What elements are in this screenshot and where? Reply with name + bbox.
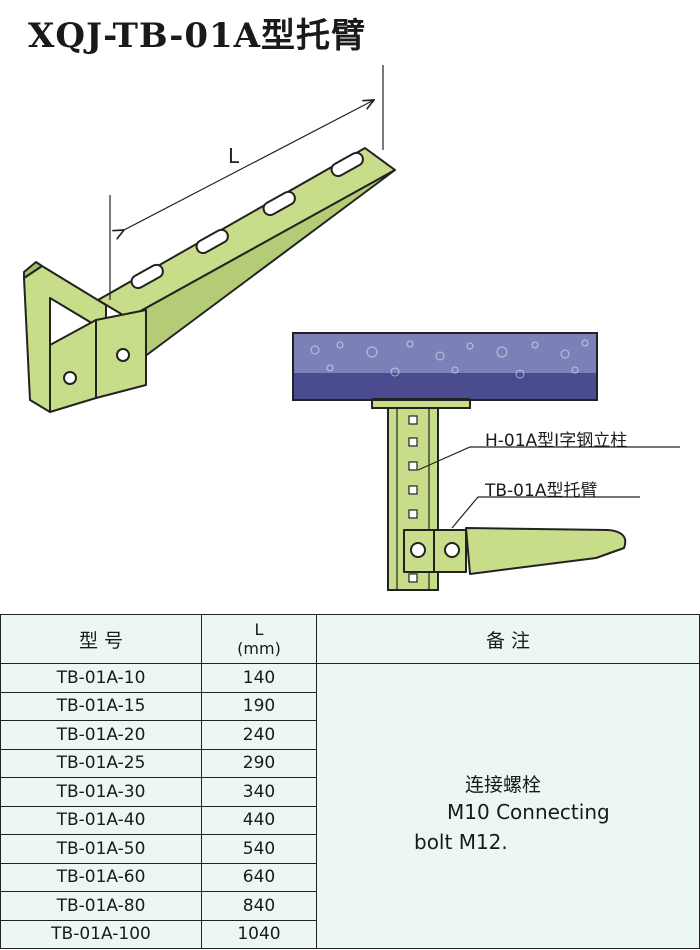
- table-row: TB-01A-15 190: [0, 691, 700, 721]
- cell-length: 290: [201, 748, 317, 778]
- tray-arm: [403, 527, 627, 575]
- bracket-drawing: L: [23, 65, 680, 591]
- cell-length: 640: [201, 862, 317, 892]
- table-row: TB-01A-100 1040: [0, 919, 700, 949]
- cell-model: TB-01A-100: [0, 919, 202, 949]
- header-model: 型 号: [0, 614, 202, 664]
- table-row: TB-01A-20 240: [0, 720, 700, 750]
- bolt-hole-right: [116, 348, 130, 362]
- callout-arm: TB-01A型托臂: [485, 481, 598, 501]
- header-length: L (mm): [201, 614, 317, 664]
- callout-column: H-01A型I字钢立柱: [485, 431, 628, 451]
- header-length-unit: (mm): [237, 639, 281, 658]
- remarks-en-line2: bolt M12.: [414, 830, 508, 854]
- cell-model: TB-01A-40: [0, 805, 202, 835]
- remarks-en-line1: M10 Connecting: [447, 800, 610, 824]
- remarks-cn: 连接螺栓: [465, 774, 542, 796]
- cell-length: 540: [201, 834, 317, 864]
- table-row: TB-01A-60 640: [0, 862, 700, 892]
- cable-tray: [292, 332, 598, 409]
- cell-length: 840: [201, 891, 317, 921]
- cell-length: 1040: [201, 919, 317, 949]
- page-title: XQJ-TB-01A型托臂: [28, 16, 367, 56]
- leader-lines: [417, 446, 680, 529]
- cell-model: TB-01A-25: [0, 748, 202, 778]
- base-back-flange: [23, 265, 107, 413]
- spec-table: 型 号 L (mm) 备 注 TB-01A-10 140 连接螺栓 M10 Co…: [0, 614, 700, 949]
- header-remarks: 备 注: [316, 614, 700, 664]
- cell-length: 340: [201, 777, 317, 807]
- cell-length: 440: [201, 805, 317, 835]
- cell-model: TB-01A-10: [0, 663, 202, 693]
- cell-model: TB-01A-15: [0, 691, 202, 721]
- table-row: TB-01A-25 290: [0, 748, 700, 778]
- cell-model: TB-01A-50: [0, 834, 202, 864]
- cell-length: 190: [201, 691, 317, 721]
- header-length-label: L: [254, 620, 264, 639]
- base-plate-left: [49, 319, 97, 413]
- dimension-l: [109, 65, 384, 300]
- table-header-row: 型 号 L (mm) 备 注: [0, 614, 700, 664]
- cell-length: 240: [201, 720, 317, 750]
- table-row: TB-01A-50 540: [0, 834, 700, 864]
- table-row: TB-01A-10 140 连接螺栓 M10 Connecting bolt M…: [0, 663, 700, 949]
- base-side: [23, 261, 43, 279]
- cell-model: TB-01A-60: [0, 862, 202, 892]
- bolt-hole-left: [63, 371, 77, 385]
- table-row: TB-01A-30 340: [0, 777, 700, 807]
- dimension-l-label: L: [228, 144, 240, 168]
- cell-model: TB-01A-20: [0, 720, 202, 750]
- cell-model: TB-01A-30: [0, 777, 202, 807]
- cell-model: TB-01A-80: [0, 891, 202, 921]
- cell-length: 140: [201, 663, 317, 693]
- arm-top-face: [97, 147, 396, 319]
- remarks-cell: 连接螺栓 M10 Connecting bolt M12.: [316, 663, 700, 949]
